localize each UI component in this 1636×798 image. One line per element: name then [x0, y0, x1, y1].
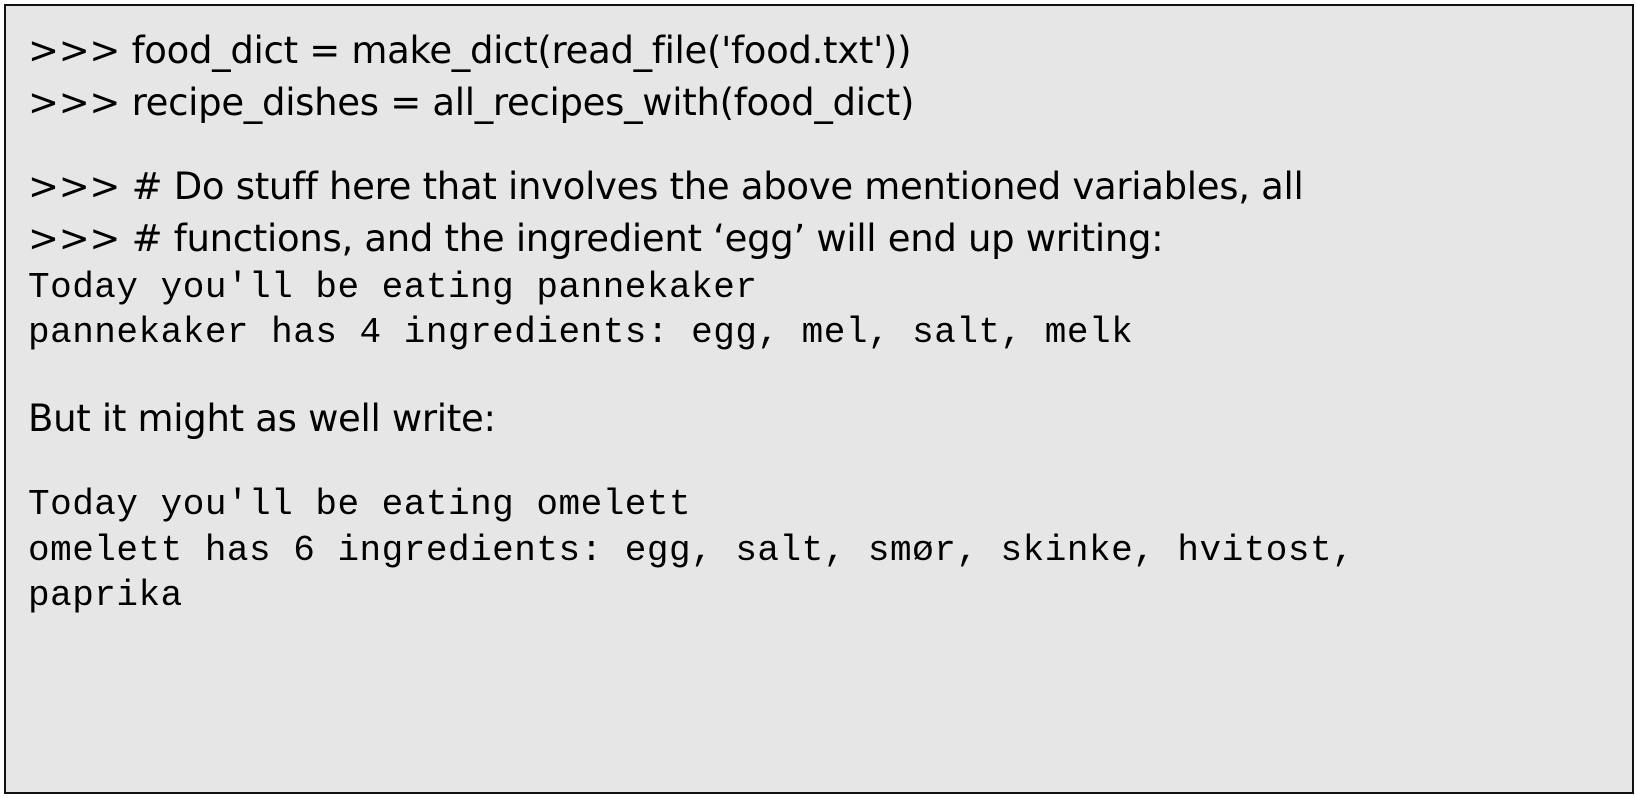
alternative-heading: But it might as well write: — [28, 397, 496, 440]
output-line-today-omelett: Today you'll be eating omelett — [28, 484, 692, 525]
output-line-today-pannekaker: Today you'll be eating pannekaker — [28, 267, 758, 308]
comment-line-1: >>> # Do stuff here that involves the ab… — [28, 165, 1304, 208]
code-example-panel: >>> food_dict = make_dict(read_file('foo… — [4, 4, 1634, 794]
output-line-omelett-ingredients-cont: paprika — [28, 575, 183, 616]
comment-line-2: >>> # functions, and the ingredient ‘egg… — [28, 217, 1164, 260]
output-line-pannekaker-ingredients: pannekaker has 4 ingredients: egg, mel, … — [28, 312, 1134, 353]
prompt-line-make-dict: >>> food_dict = make_dict(read_file('foo… — [28, 29, 912, 72]
prompt-line-all-recipes: >>> recipe_dishes = all_recipes_with(foo… — [28, 81, 915, 124]
output-line-omelett-ingredients: omelett has 6 ingredients: egg, salt, sm… — [28, 530, 1355, 571]
